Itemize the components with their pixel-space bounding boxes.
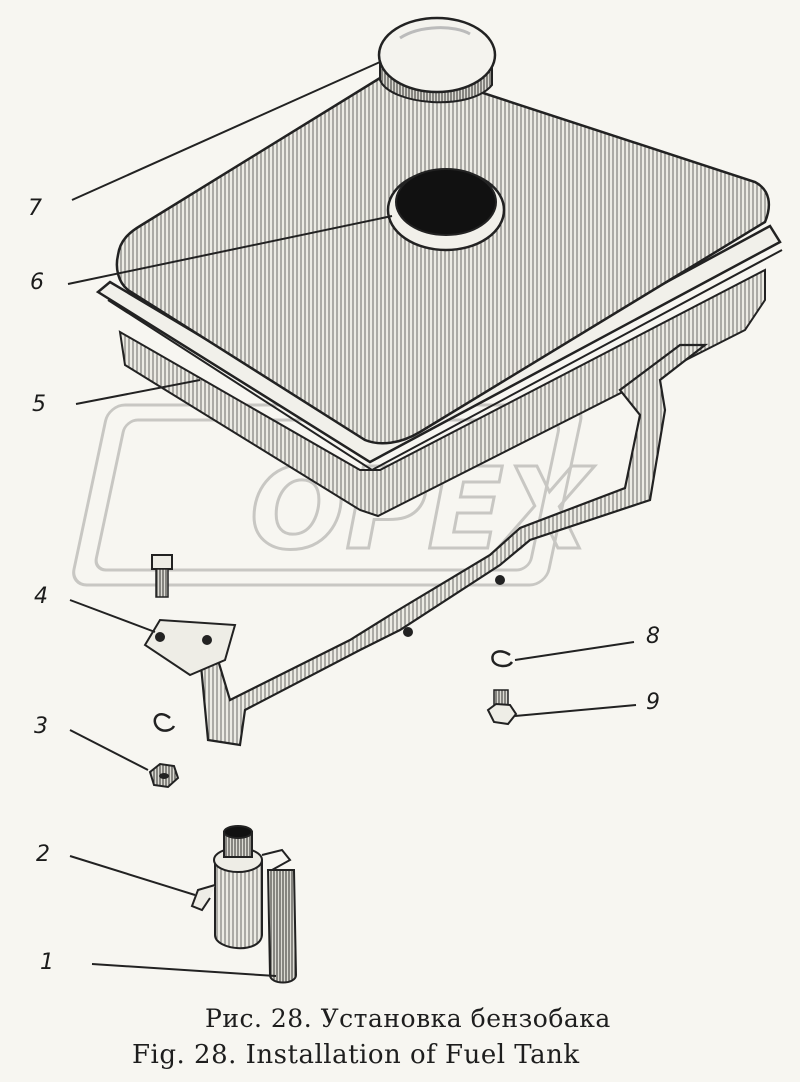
- caption-english: Fig. 28. Installation of Fuel Tank: [132, 1040, 580, 1070]
- callout-7: 7: [28, 196, 42, 221]
- fuel-filter-tap: [190, 825, 298, 984]
- bracket-plate: [143, 618, 237, 677]
- callout-2: 2: [36, 842, 50, 867]
- callout-4: 4: [34, 584, 48, 609]
- spring-washer-left: [153, 712, 176, 732]
- filler-neck: [386, 168, 506, 252]
- callout-8: 8: [646, 624, 660, 649]
- callout-3: 3: [34, 714, 48, 739]
- bolt-upper: [151, 554, 173, 598]
- leader-lines: [67, 61, 637, 977]
- bolt-right: [486, 689, 518, 726]
- callout-6: 6: [30, 270, 44, 295]
- filler-cap: [377, 16, 497, 104]
- nut: [148, 762, 180, 789]
- fuel-tank-shell: [95, 70, 783, 518]
- callout-9: 9: [646, 690, 660, 715]
- mounting-strap: [198, 343, 709, 747]
- spring-washer-right: [491, 650, 514, 668]
- callout-5: 5: [32, 392, 46, 417]
- callout-1: 1: [40, 950, 54, 975]
- caption-russian: Рис. 28. Установка бензобака: [205, 1004, 611, 1033]
